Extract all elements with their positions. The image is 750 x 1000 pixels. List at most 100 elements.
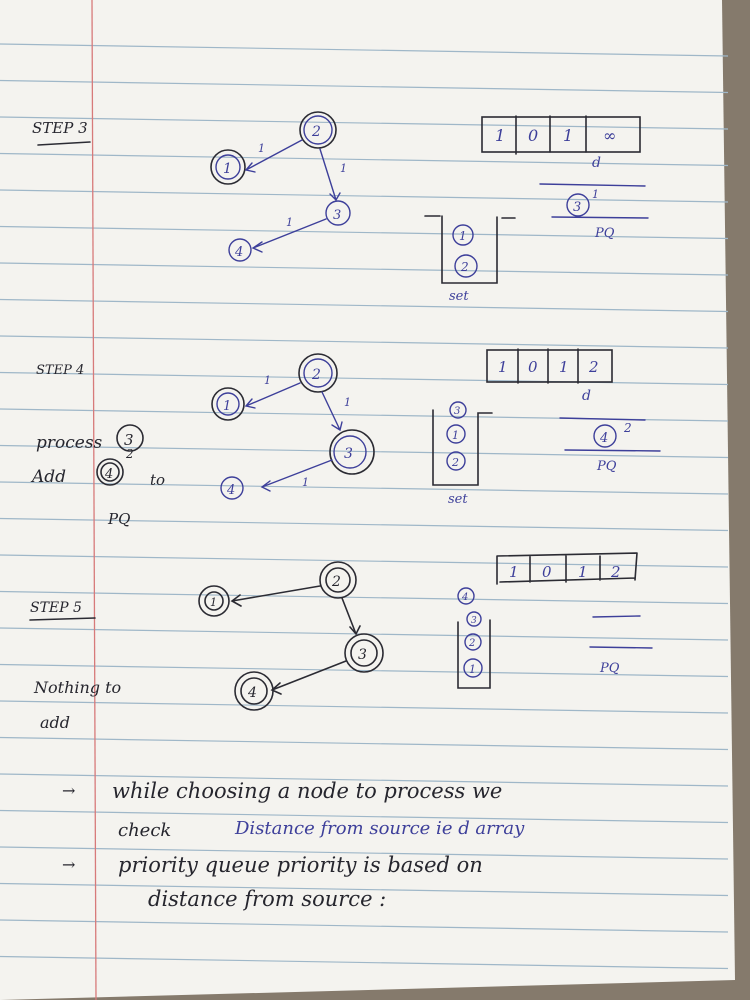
ruled-line [0, 773, 729, 787]
set-item: 1 [452, 429, 459, 442]
node: 3 [333, 208, 341, 223]
priority-queue: 3 1 PQ [539, 183, 649, 241]
ruled-line [0, 919, 729, 933]
visited-set: 1 2 set [424, 215, 516, 304]
note-text: to [150, 471, 165, 489]
d-cell: 1 [495, 126, 505, 145]
visited-set: 4 3 2 1 [457, 587, 491, 689]
d-cell: 0 [528, 126, 538, 145]
node: 2 [331, 574, 341, 590]
d-array: 1 0 1 2 d [486, 348, 613, 404]
graph: 2 1 3 4 1 1 1 [211, 353, 375, 500]
pq-label: PQ [599, 661, 620, 676]
ruled-line [0, 189, 729, 203]
note-line: distance from source : [148, 887, 386, 911]
d-cell: 1 [578, 563, 588, 581]
graph: 2 1 3 4 1 1 1 [210, 111, 351, 262]
step-label: STEP 5 [30, 600, 82, 616]
ruled-line [0, 955, 729, 970]
node: 2 [311, 367, 321, 383]
ruled-line [0, 554, 729, 568]
edge-weight: 1 [286, 216, 293, 229]
d-label: d [592, 155, 601, 171]
summary-notes: → while choosing a node to process we ch… [62, 779, 525, 911]
ruled-line [0, 700, 729, 714]
set-item: 2 [468, 638, 475, 649]
ruled-line [0, 481, 729, 495]
node: 2 [311, 124, 321, 140]
graph: 2 1 3 4 [198, 561, 384, 711]
ruled-line [0, 335, 729, 349]
ruled-line [0, 517, 729, 532]
d-cell: 2 [610, 563, 621, 581]
edge-weight: 1 [258, 142, 265, 155]
ruled-line [0, 79, 729, 94]
d-label: d [582, 388, 591, 404]
d-array: 1 0 1 2 [496, 552, 638, 585]
step-5: STEP 5 Nothing to add 2 1 3 4 1 0 1 2 PQ [29, 552, 653, 732]
ruled-line [0, 846, 729, 860]
note-line: check [118, 820, 171, 841]
set-label: set [448, 492, 468, 507]
note-text: Add [30, 467, 66, 487]
d-cell: 1 [509, 563, 519, 581]
note-dist: 2 [125, 447, 134, 461]
priority-queue: PQ [589, 615, 653, 676]
step-3: STEP 3 2 1 3 4 1 1 1 1 0 1 ∞ d [32, 111, 649, 304]
pq-node: 4 [599, 431, 608, 446]
d-cell: 1 [498, 358, 508, 376]
ruled-line [0, 882, 729, 897]
set-item: 4 [461, 592, 468, 603]
node: 1 [223, 399, 231, 414]
step-label: STEP 4 [36, 363, 84, 378]
ruled-line [0, 225, 729, 240]
set-item: 2 [451, 456, 459, 469]
underline [29, 617, 96, 621]
ruled-line [0, 43, 729, 57]
d-cell: 0 [542, 563, 552, 581]
ruled-line [0, 736, 729, 751]
step-label: STEP 3 [32, 119, 88, 137]
ruled-line [0, 809, 729, 824]
pq-dist: 1 [592, 188, 599, 201]
set-item: 1 [459, 229, 467, 243]
ruled-line [0, 663, 729, 678]
node: 3 [344, 446, 353, 462]
ruled-line [0, 590, 729, 605]
underline [37, 141, 91, 146]
step-4: STEP 4 process 3 Add 4 2 to PQ 2 1 3 4 1… [30, 348, 661, 528]
d-cell: 1 [559, 358, 569, 376]
set-label: set [449, 289, 469, 304]
note-text: Nothing to [33, 678, 121, 697]
pq-label: PQ [594, 226, 615, 241]
node: 1 [210, 596, 217, 609]
priority-queue: 4 2 PQ [559, 417, 661, 474]
bullet-arrow: → [62, 781, 75, 800]
note-text: PQ [107, 510, 130, 528]
set-item: 3 [454, 406, 460, 417]
d-array: 1 0 1 ∞ d [481, 115, 641, 171]
d-cell: 0 [528, 358, 538, 376]
edge-weight: 1 [340, 162, 347, 175]
edge-weight: 1 [344, 396, 351, 409]
set-item: 3 [471, 616, 477, 626]
note-highlight: Distance from source ie d array [234, 818, 525, 839]
note-node: 3 [124, 431, 134, 449]
d-cell: 2 [588, 358, 599, 376]
note-line: while choosing a node to process we [112, 779, 502, 803]
pq-label: PQ [596, 459, 617, 474]
edge-weight: 1 [264, 374, 271, 387]
note-text: add [40, 713, 70, 732]
ruled-line [0, 298, 729, 313]
pq-node: 3 [573, 200, 581, 215]
node: 4 [234, 245, 243, 260]
ruled-line [0, 152, 729, 167]
ruled-line [0, 116, 729, 130]
bullet-arrow: → [62, 855, 75, 874]
note-node: 4 [104, 467, 113, 482]
ruled-line [0, 262, 729, 276]
set-item: 1 [469, 663, 476, 676]
edge-weight: 1 [302, 476, 309, 489]
